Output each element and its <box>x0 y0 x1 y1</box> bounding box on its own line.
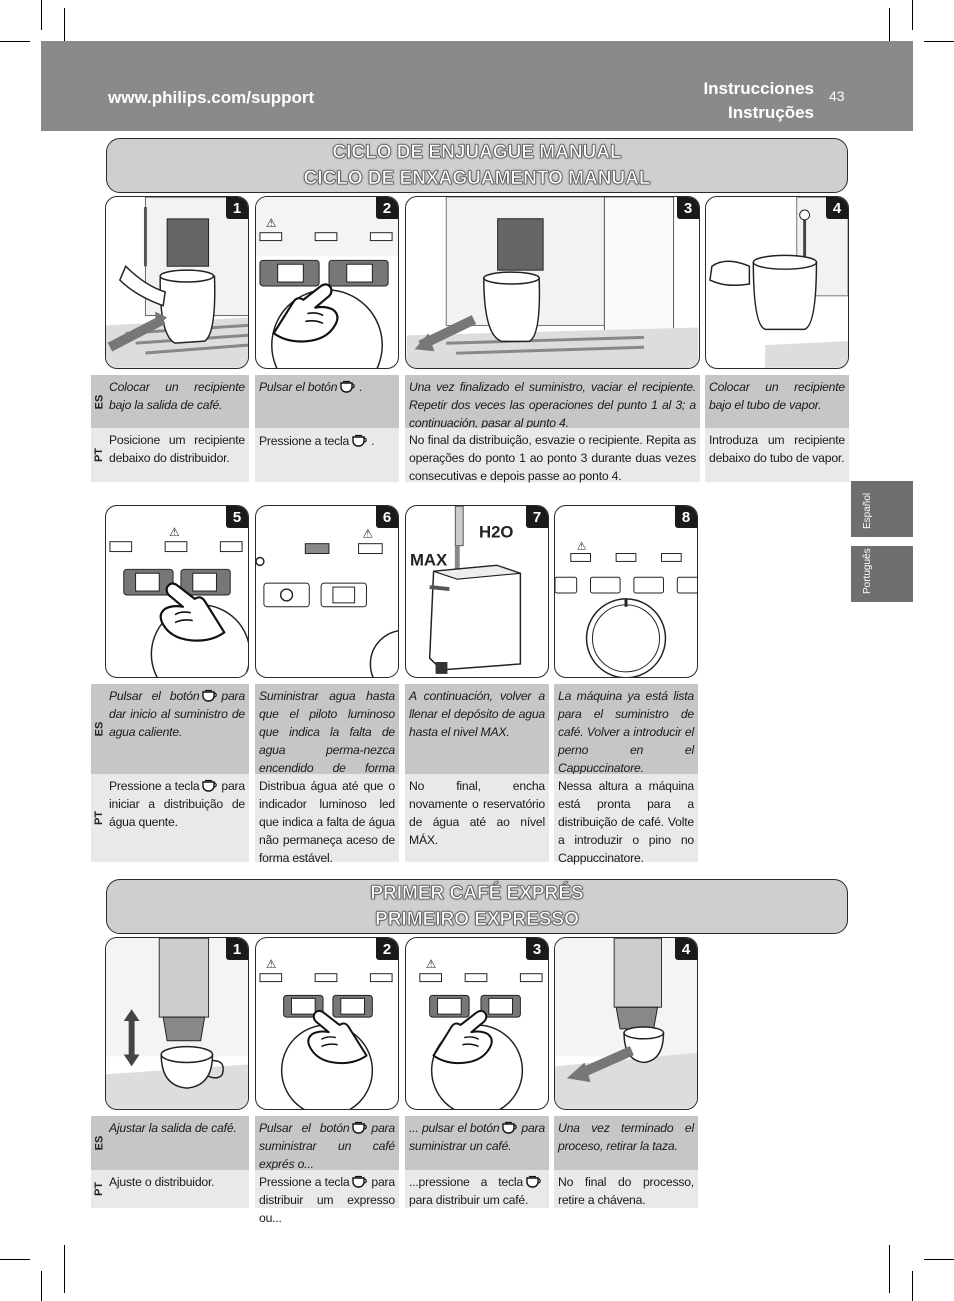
caption-es-e1: Ajustar la salida de café. <box>105 1116 249 1170</box>
step-image-6: ⚠ 6 <box>255 505 399 678</box>
step-image-e1: 1 <box>105 937 249 1110</box>
tab-portugues[interactable]: Português <box>851 546 913 602</box>
caption-es-3: Una vez finalizado el suministro, vaciar… <box>405 375 700 430</box>
caption-pt-4: Introduza um recipiente debaixo do tubo … <box>705 428 849 482</box>
crop-mark <box>912 1271 913 1301</box>
crop-mark <box>889 1245 890 1293</box>
section-title-es: PRIMER CAFÉ EXPRÉS <box>370 882 584 904</box>
lang-strip-pt <box>91 774 105 862</box>
crop-mark <box>0 41 30 42</box>
step-image-7: H2O MAX 7 <box>405 505 549 678</box>
espresso-icon <box>351 1175 369 1188</box>
coffee-icon <box>525 1175 543 1188</box>
lang-label-pt: PT <box>93 447 105 463</box>
header-title-pt: Instruções <box>728 103 814 122</box>
crop-mark <box>889 8 890 56</box>
caption-pt-1: Posicione um recipiente debaixo do distr… <box>105 428 249 482</box>
step-image-1: 1 <box>105 196 249 369</box>
step-number: 4 <box>675 938 697 960</box>
step-number: 8 <box>675 506 697 528</box>
caption-es-4: Colocar un recipiente bajo el tubo de va… <box>705 375 849 428</box>
caption-pt-e3: ...pressione a teclapara distribuir um c… <box>405 1170 549 1208</box>
coffee-cup-icon <box>339 380 357 393</box>
crop-mark <box>0 1259 30 1260</box>
hot-water-icon <box>201 689 219 702</box>
step-image-5: ⚠ 5 <box>105 505 249 678</box>
step-image-e2: ⚠ 2 <box>255 937 399 1110</box>
caption-pt-e4: No final do processo, retire a chávena. <box>554 1170 698 1208</box>
svg-text:⚠: ⚠ <box>363 527 374 541</box>
header-title-es: Instrucciones <box>703 79 814 98</box>
caption-es-7: A continuación, volver a llenar el depós… <box>405 684 549 774</box>
step-number: 7 <box>526 506 548 528</box>
step-number: 6 <box>376 506 398 528</box>
caption-pt-8: Nessa altura a máquina está pronta para … <box>554 774 698 865</box>
crop-mark <box>912 0 913 30</box>
lang-strip-pt <box>91 1170 105 1208</box>
crop-mark <box>41 1271 42 1301</box>
section-title-pt: PRIMEIRO EXPRESSO <box>375 908 579 930</box>
step-image-4: 4 <box>705 196 849 369</box>
espresso-icon <box>351 1121 369 1134</box>
section-banner-rinse: CICLO DE ENJUAGUE MANUAL CICLO DE ENXAGU… <box>106 138 848 193</box>
caption-pt-e1: Ajuste o distribuidor. <box>105 1170 249 1208</box>
coffee-cup-icon <box>351 434 369 447</box>
support-url[interactable]: www.philips.com/support <box>108 88 315 107</box>
caption-pt-2: Pressione a tecla. <box>255 428 399 482</box>
max-label: MAX <box>410 550 448 569</box>
step-number: 2 <box>376 197 398 219</box>
step-number: 3 <box>526 938 548 960</box>
lang-label-es: ES <box>93 394 105 409</box>
crop-mark <box>64 1245 65 1293</box>
lang-strip-es <box>91 375 105 428</box>
page-header <box>41 41 913 131</box>
step-number: 4 <box>826 197 848 219</box>
crop-mark <box>924 1259 954 1260</box>
caption-es-2: Pulsar el botón. <box>255 375 399 428</box>
caption-pt-3: No final da distribuição, esvazie o reci… <box>405 428 700 483</box>
step-number: 2 <box>376 938 398 960</box>
step-number: 5 <box>226 506 248 528</box>
lang-strip-es <box>91 1116 105 1170</box>
section-title-pt: CICLO DE ENXAGUAMENTO MANUAL <box>303 167 651 189</box>
step-number: 3 <box>677 197 699 219</box>
step-image-2: ⚠ 2 <box>255 196 399 369</box>
lang-strip-pt <box>91 428 105 482</box>
step-image-8: ⚠ 8 <box>554 505 698 678</box>
coffee-icon <box>501 1121 519 1134</box>
caption-pt-7: No final, encha novamente o reservatório… <box>405 774 549 862</box>
h2o-label: H2O <box>479 523 513 542</box>
step-image-e4: 4 <box>554 937 698 1110</box>
lang-strip-es <box>91 684 105 774</box>
svg-text:⚠: ⚠ <box>266 957 277 971</box>
caption-es-1: Colocar un recipiente bajo la salida de … <box>105 375 249 428</box>
crop-mark <box>924 41 954 42</box>
crop-mark <box>64 8 65 56</box>
svg-text:⚠: ⚠ <box>426 957 437 971</box>
page-number: 43 <box>829 88 845 104</box>
svg-text:⚠: ⚠ <box>169 525 180 539</box>
section-title-es: CICLO DE ENJUAGUE MANUAL <box>332 141 622 163</box>
caption-pt-6: Distribua água até que o indicador lumin… <box>255 774 399 865</box>
section-banner-first-espresso: PRIMER CAFÉ EXPRÉS PRIMEIRO EXPRESSO <box>106 879 848 934</box>
crop-mark <box>41 0 42 30</box>
step-image-e3: ⚠ 3 <box>405 937 549 1110</box>
tab-espanol[interactable]: Español <box>851 481 913 537</box>
step-number: 1 <box>226 938 248 960</box>
step-image-3: 3 <box>405 196 700 369</box>
caption-es-e4: Una vez terminado el proceso, retirar la… <box>554 1116 698 1170</box>
svg-text:⚠: ⚠ <box>266 216 277 230</box>
svg-text:⚠: ⚠ <box>577 540 587 553</box>
step-number: 1 <box>226 197 248 219</box>
caption-es-6: Suministrar agua hasta que el piloto lum… <box>255 684 399 793</box>
caption-es-8: La máquina ya está lista para el suminis… <box>554 684 698 775</box>
hot-water-icon <box>201 779 219 792</box>
